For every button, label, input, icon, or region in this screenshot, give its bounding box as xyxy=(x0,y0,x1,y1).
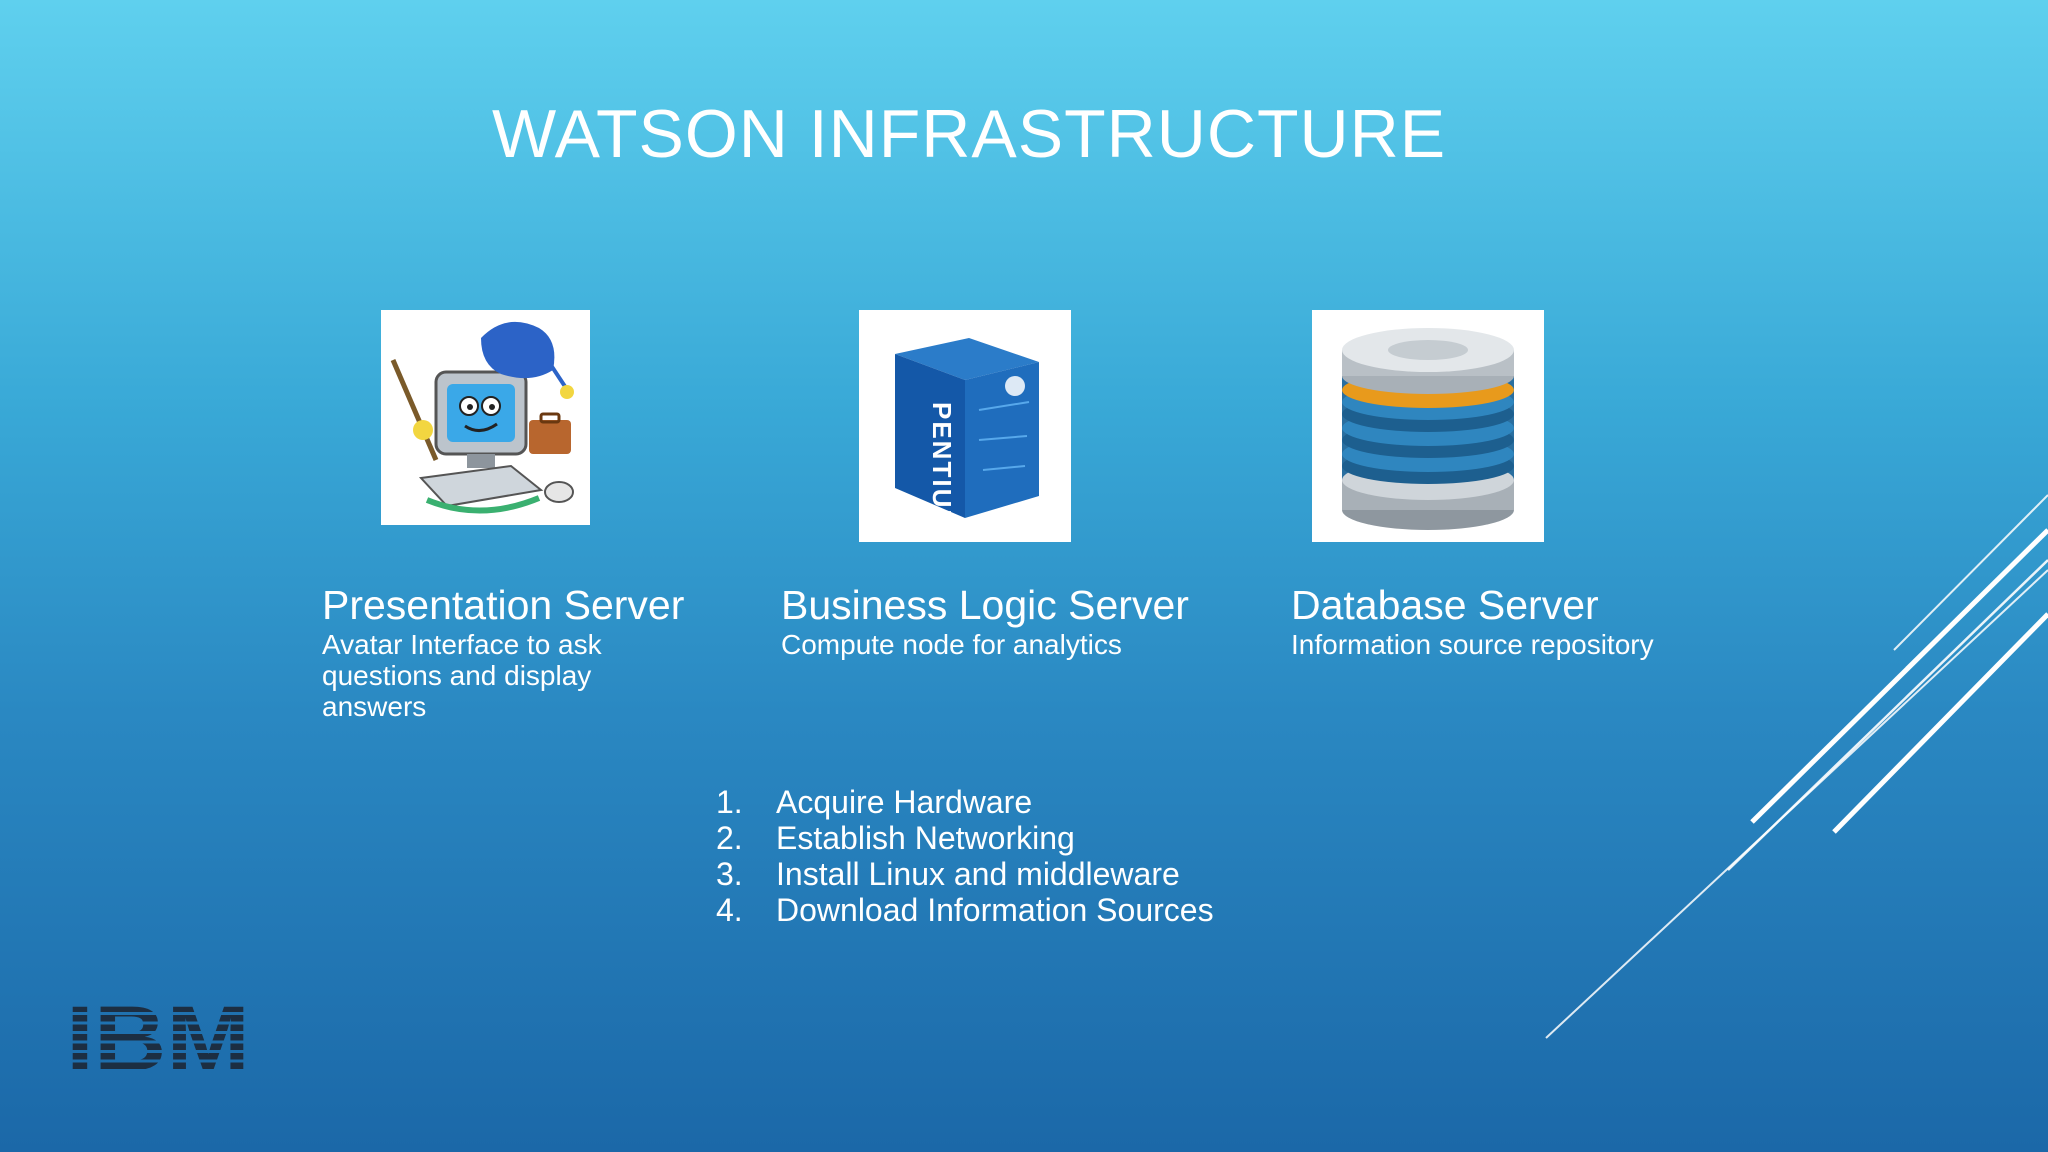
business-logic-server-title: Business Logic Server xyxy=(781,582,1189,628)
slide-title: WATSON INFRASTRUCTURE xyxy=(492,96,1447,172)
business-logic-server-image: PENTIUM xyxy=(859,310,1071,542)
ibm-logo-text: IBM xyxy=(66,996,250,1076)
step-number: 4. xyxy=(716,892,743,928)
database-server-description: Information source repository xyxy=(1291,629,1654,660)
list-item: 1. Acquire Hardware xyxy=(716,784,1214,820)
presentation-server-description: Avatar Interface to ask questions and di… xyxy=(322,629,602,722)
step-text: Download Information Sources xyxy=(776,892,1214,928)
cartoon-computer-icon xyxy=(381,310,590,525)
processor-box-icon: PENTIUM xyxy=(859,310,1071,542)
step-text: Acquire Hardware xyxy=(776,784,1033,820)
step-number: 3. xyxy=(716,856,743,892)
database-stack-icon xyxy=(1312,310,1544,542)
step-number: 1. xyxy=(716,784,743,820)
ibm-logo: IBM xyxy=(64,988,260,1090)
database-server-image xyxy=(1312,310,1544,542)
list-item: 3. Install Linux and middleware xyxy=(716,856,1214,892)
presentation-server-image xyxy=(381,310,590,525)
processor-box-label: PENTIUM xyxy=(927,402,957,533)
step-number: 2. xyxy=(716,820,743,856)
step-text: Install Linux and middleware xyxy=(776,856,1180,892)
ibm-logo-icon: IBM xyxy=(66,988,250,1090)
presentation-server-title: Presentation Server xyxy=(322,582,685,628)
business-logic-server-description: Compute node for analytics xyxy=(781,629,1122,660)
database-server-title: Database Server xyxy=(1291,582,1599,628)
steps-list: 1. Acquire Hardware 2. Establish Networkin… xyxy=(716,784,1214,928)
step-text: Establish Networking xyxy=(776,820,1075,856)
list-item: 4. Download Information Sources xyxy=(716,892,1214,928)
list-item: 2. Establish Networking xyxy=(716,820,1214,856)
